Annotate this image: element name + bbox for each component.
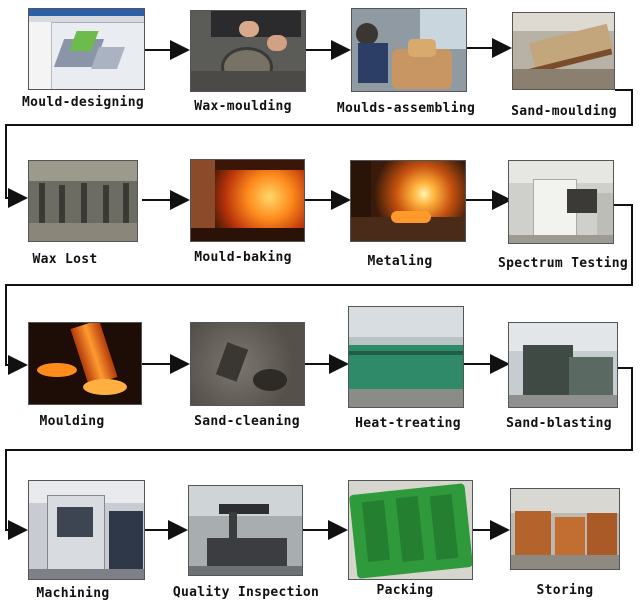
arrow-12-13 (5, 367, 633, 540)
photo-machining (28, 480, 145, 580)
step-label-sand-blasting: Sand-blasting (506, 416, 612, 431)
step-label-mould-baking: Mould-baking (194, 250, 292, 265)
photo-packing (348, 480, 473, 580)
photo-sand-blasting (508, 322, 618, 408)
photo-sand-cleaning (190, 322, 305, 406)
arrow-8-9 (5, 204, 633, 375)
photo-metaling (350, 160, 466, 242)
arrow-4-5 (5, 89, 633, 208)
photo-moulds-assembling (351, 8, 467, 92)
step-label-moulds-assembling: Moulds-assembling (336, 101, 476, 116)
photo-heat-treating (348, 306, 464, 408)
photo-quality-inspection (188, 485, 303, 576)
step-label-sand-moulding: Sand-moulding (511, 104, 617, 119)
step-label-quality-inspection: Quality Inspection (172, 585, 320, 600)
step-label-spectrum-testing: Spectrum Testing (497, 256, 629, 271)
step-label-mould-designing: Mould-designing (22, 95, 144, 110)
photo-mould-baking (190, 159, 305, 242)
step-label-sand-cleaning: Sand-cleaning (194, 414, 300, 429)
step-label-metaling: Metaling (367, 254, 433, 269)
photo-mould-designing (28, 8, 145, 90)
step-label-machining: Machining (36, 586, 110, 601)
step-label-packing: Packing (376, 583, 434, 598)
step-label-heat-treating: Heat-treating (355, 416, 461, 431)
photo-moulding (28, 322, 142, 405)
photo-wax-moulding (190, 10, 306, 92)
step-label-wax-lost: Wax Lost (32, 252, 98, 267)
photo-wax-lost (28, 160, 138, 242)
step-label-storing: Storing (536, 583, 594, 598)
step-label-wax-moulding: Wax-moulding (194, 99, 292, 114)
photo-storing (510, 488, 620, 570)
photo-sand-moulding (512, 12, 615, 90)
step-label-moulding: Moulding (39, 414, 105, 429)
photo-spectrum-testing (508, 160, 614, 244)
